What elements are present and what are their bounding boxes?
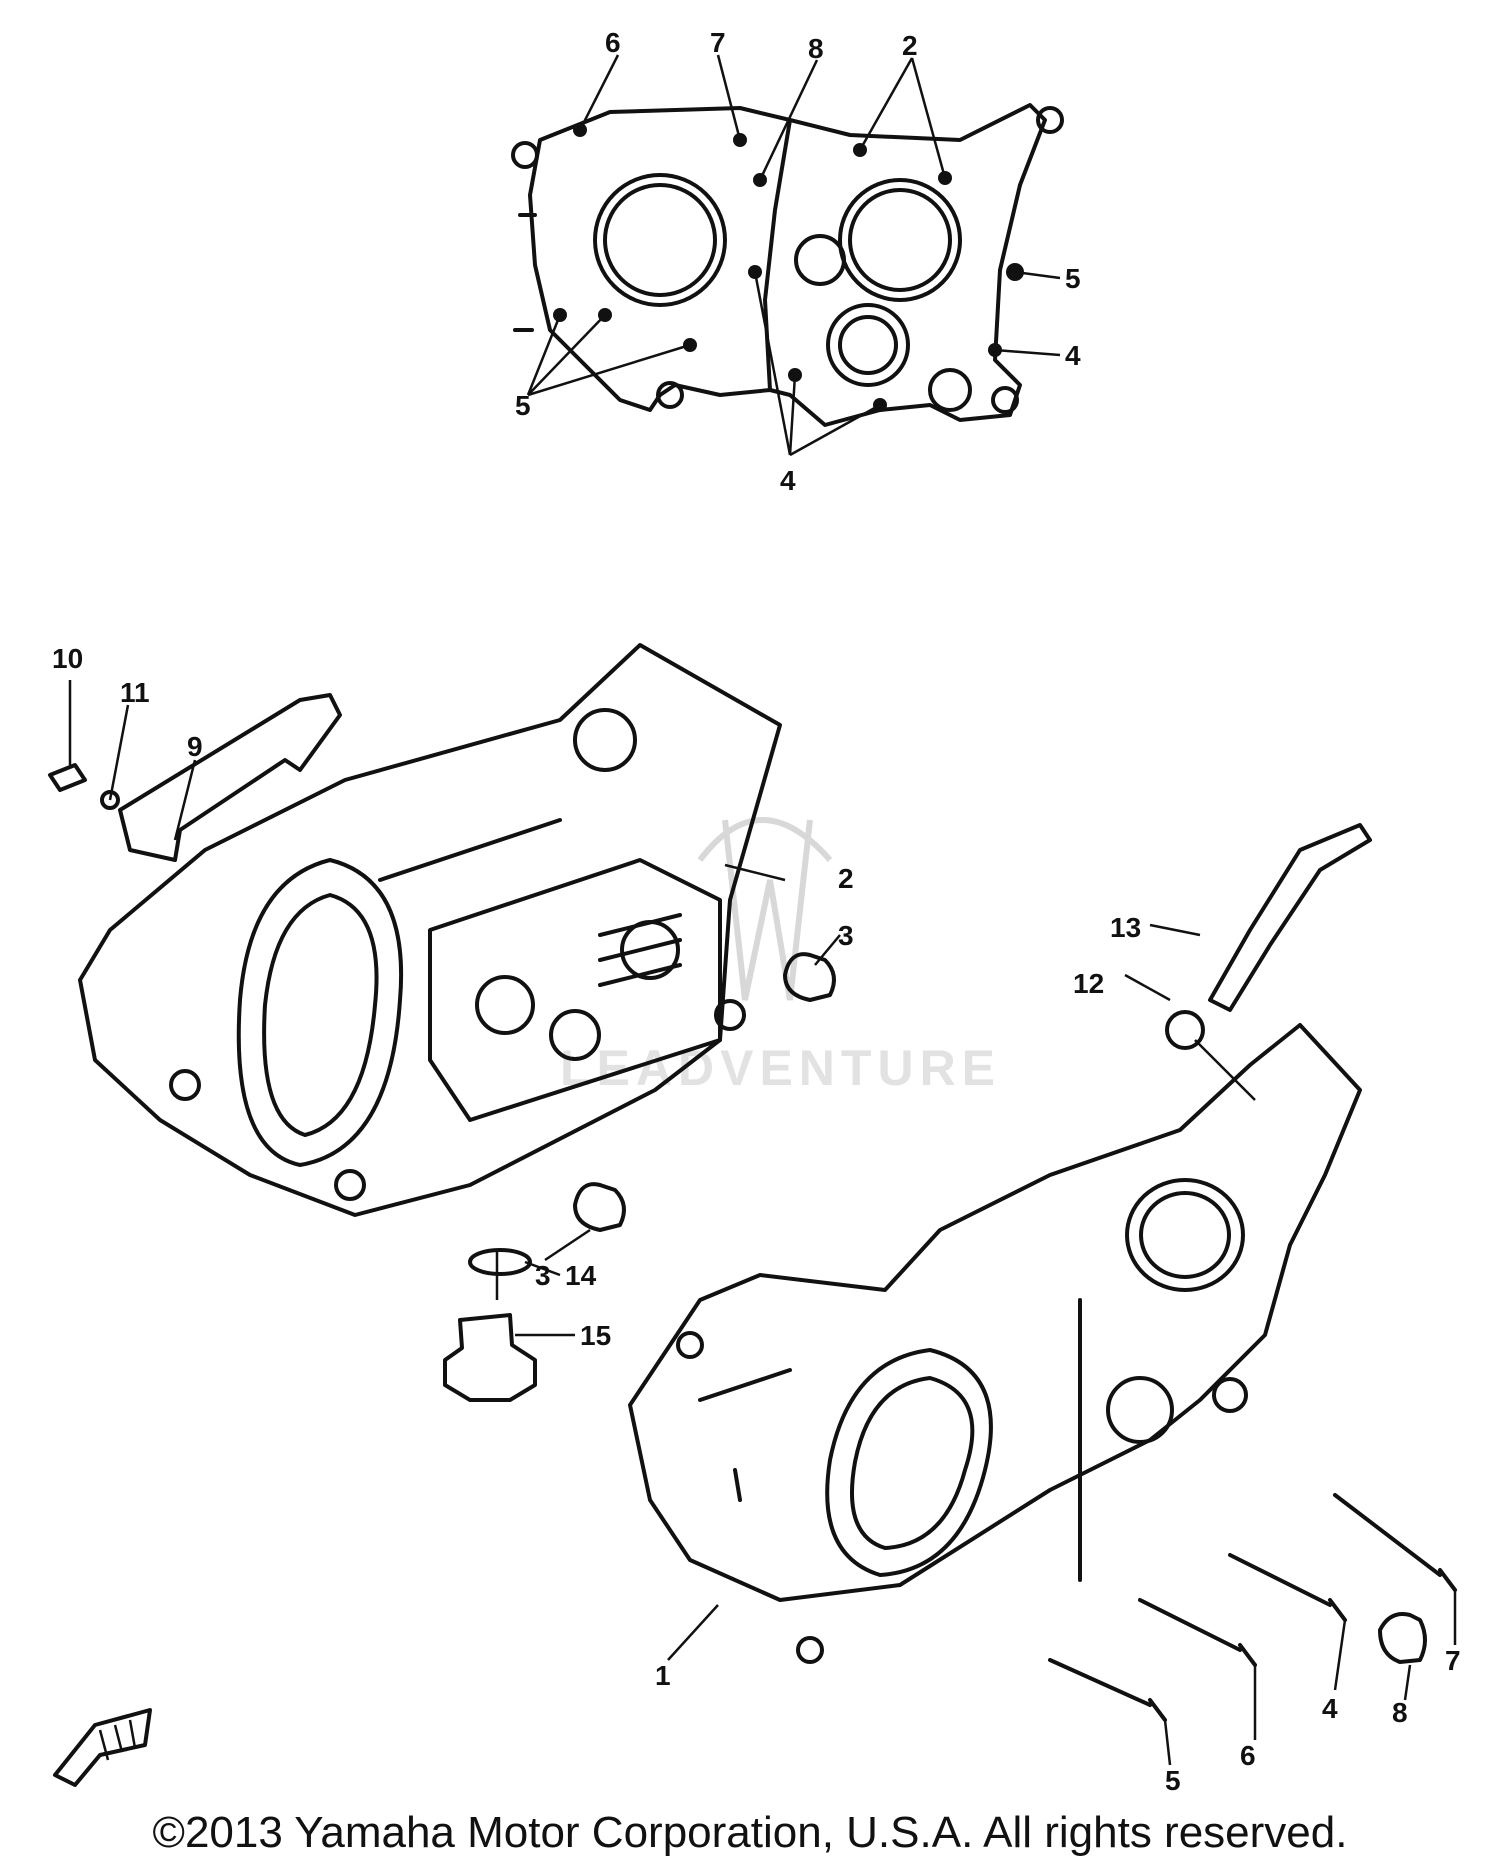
label-10: 10: [52, 643, 83, 674]
left-case-outline: [78, 643, 782, 1217]
top-left-lug: [511, 141, 539, 169]
top-bottom-lug: [656, 381, 684, 409]
part-10-screw: [48, 763, 87, 792]
label-3-upper: 3: [838, 920, 854, 951]
top-label-4-right: 4: [1065, 340, 1081, 371]
left-case-lug-3: [169, 1069, 201, 1101]
label-9: 9: [187, 731, 203, 762]
label-13: 13: [1110, 912, 1141, 943]
top-label-5-right: 5: [1065, 263, 1081, 294]
right-case-bore-inner: [850, 1376, 975, 1550]
leaders-right: [544, 923, 1457, 1766]
left-case-ribs: [378, 818, 682, 987]
label-8: 8: [1392, 1697, 1408, 1728]
copyright-notice: ©2013 Yamaha Motor Corporation, U.S.A. A…: [152, 1808, 1348, 1857]
label-2: 2: [838, 863, 854, 894]
watermark: LEADVENTURE: [560, 817, 995, 1096]
top-label-7: 7: [710, 27, 726, 58]
left-case-lug-2: [714, 999, 746, 1031]
right-case-upper-bore-inner: [1139, 1191, 1231, 1279]
top-case-outline: [528, 103, 1047, 427]
label-5: 5: [1165, 1765, 1181, 1796]
part-14-gasket: [468, 1248, 532, 1276]
left-half-parts: [48, 680, 841, 1402]
right-case-lug-3: [796, 1636, 824, 1664]
bolt-5: [1048, 1658, 1167, 1722]
label-6: 6: [1240, 1740, 1256, 1771]
left-crankcase-half: [78, 643, 782, 1217]
right-case-upper-bore-outer: [1125, 1178, 1245, 1292]
part-3-dowel-lower: [573, 1182, 626, 1232]
left-case-low-boss-2: [549, 1009, 601, 1061]
right-case-ribs: [698, 1298, 1082, 1582]
label-11: 11: [120, 677, 150, 708]
top-label-5-left: 5: [515, 390, 531, 421]
part-3-dowel-upper: [783, 952, 836, 1002]
left-case-lug-1: [334, 1169, 366, 1201]
right-case-crank-boss: [1106, 1376, 1174, 1444]
top-leader-lines: [526, 54, 1061, 457]
label-1: 1: [655, 1660, 671, 1691]
top-label-8: 8: [808, 33, 824, 64]
label-12: 12: [1073, 968, 1104, 999]
watermark-logo: [697, 817, 833, 1001]
front-arrow-icon: [53, 1708, 152, 1787]
right-case-lug-2: [676, 1331, 704, 1359]
top-crankcase-view: 6 7 8 2 5 4 5 4: [511, 27, 1081, 496]
part-15-drain-bolt: [443, 1313, 537, 1402]
left-case-bore-outer: [236, 858, 404, 1167]
top-left-bore-outer: [593, 173, 727, 307]
label-14: 14: [565, 1260, 597, 1291]
left-case-upper-boss: [573, 708, 637, 772]
left-case-flange: [428, 858, 722, 1122]
top-crank-seat-inner: [838, 315, 898, 375]
top-left-bore-inner: [603, 183, 717, 297]
top-crank-seat-outer: [826, 303, 910, 387]
right-crankcase-half: [544, 823, 1457, 1766]
left-case-bore-inner: [262, 893, 379, 1137]
label-4: 4: [1322, 1693, 1338, 1724]
bolt-4: [1228, 1553, 1347, 1622]
part-9-bracket: [118, 693, 342, 862]
part-13-pipe: [1208, 823, 1372, 1012]
top-right-boss: [928, 368, 972, 412]
part-8-dowel: [1378, 1612, 1427, 1664]
bolt-6: [1138, 1598, 1257, 1667]
top-label-4-bottom: 4: [780, 465, 796, 496]
top-left-tab: [513, 213, 537, 332]
label-3-lower: 3: [535, 1260, 551, 1291]
top-right-bore-outer: [838, 178, 962, 302]
leaders-left: [68, 680, 841, 1337]
label-15: 15: [580, 1320, 611, 1351]
right-case-outline: [628, 1023, 1362, 1602]
right-case-bore-outer: [825, 1348, 993, 1577]
top-label-2: 2: [902, 30, 918, 61]
top-small-bore: [794, 234, 846, 286]
part-11-washer: [100, 790, 120, 810]
left-case-lower-boss: [475, 975, 535, 1035]
top-right-bore-inner: [848, 188, 952, 292]
bolt-7: [1333, 1493, 1457, 1592]
top-bottom-right-lug: [991, 386, 1019, 414]
top-right-lug: [1036, 106, 1064, 134]
part-12-joint: [1165, 1010, 1205, 1050]
top-case-parting-line: [763, 118, 792, 392]
label-7: 7: [1445, 1645, 1461, 1676]
top-label-6: 6: [605, 27, 621, 58]
right-case-lug-1: [1212, 1377, 1248, 1413]
